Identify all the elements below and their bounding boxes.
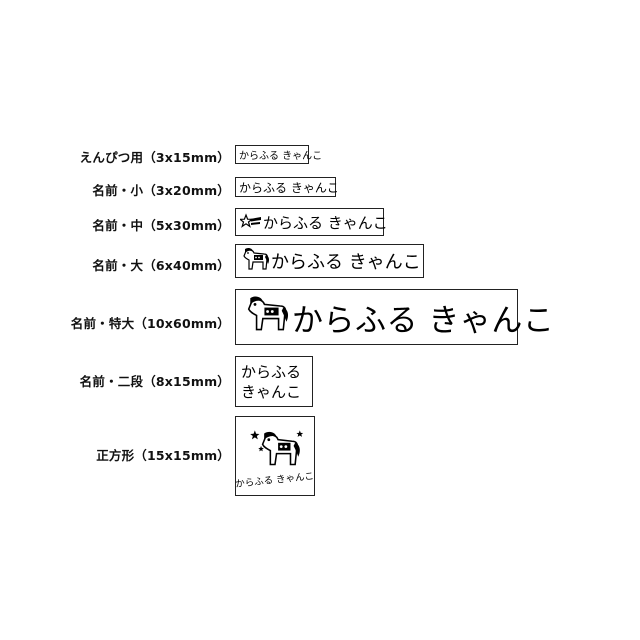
stamp-label: えんぴつ用（3x15mm） [80, 147, 230, 166]
stamp-label: 正方形（15x15mm） [96, 445, 230, 464]
stamp-label: 名前・特大（10x60mm） [71, 313, 230, 332]
stamp-type-name: 名前・特大 [70, 316, 135, 331]
stamp-text: からふる きゃんこ [239, 180, 339, 195]
stamp-size: （5x30mm） [143, 218, 230, 233]
stamp-size: （3x15mm） [143, 150, 230, 165]
stamp-label: 名前・大（6x40mm） [92, 255, 230, 274]
stamp-preview: からふる きゃんこ [235, 356, 313, 407]
stamp-size: （6x40mm） [143, 258, 230, 273]
stamp-type-name: 名前・小 [92, 183, 144, 198]
stamp-label: 名前・中（5x30mm） [92, 215, 230, 234]
stamp-preview: からふる きゃんこ [235, 145, 322, 164]
star-icon [240, 213, 262, 231]
stamp-size: （10x60mm） [134, 316, 230, 331]
stamp-text: からふる きゃんこ [292, 302, 555, 339]
stamp-size: （15x15mm） [134, 448, 230, 463]
stamp-label: 名前・二段（8x15mm） [80, 371, 230, 390]
stamp-type-name: 名前・大 [92, 258, 144, 273]
stamp-preview: からふる きゃんこ [235, 244, 424, 278]
stamp-type-name: 正方形 [96, 448, 135, 463]
stamp-size: （8x15mm） [143, 374, 230, 389]
horse-icon [242, 295, 290, 339]
stamp-size: （3x20mm） [143, 183, 230, 198]
horse-icon [240, 247, 270, 275]
stamp-preview: からふる きゃんこ [235, 416, 315, 496]
stamp-type-name: 名前・中 [92, 218, 144, 233]
stamp-preview: からふる きゃんこ [235, 289, 554, 345]
stamp-label: 名前・小（3x20mm） [92, 180, 230, 199]
stamp-text-line-1: からふる [241, 362, 302, 381]
stamp-text: からふる きゃんこ [239, 151, 323, 162]
stamp-preview: からふる きゃんこ [235, 208, 388, 236]
stamp-type-name: えんぴつ用 [79, 150, 144, 165]
stamp-text: からふる きゃんこ [271, 252, 421, 273]
stamp-type-name: 名前・二段 [79, 374, 144, 389]
horse-icon [244, 427, 306, 471]
stamp-text-line-2: きゃんこ [241, 382, 302, 401]
stamp-preview: からふる きゃんこ [235, 177, 339, 197]
stamp-text: からふる きゃんこ [235, 470, 316, 490]
stamp-text: からふる きゃんこ [263, 213, 388, 232]
